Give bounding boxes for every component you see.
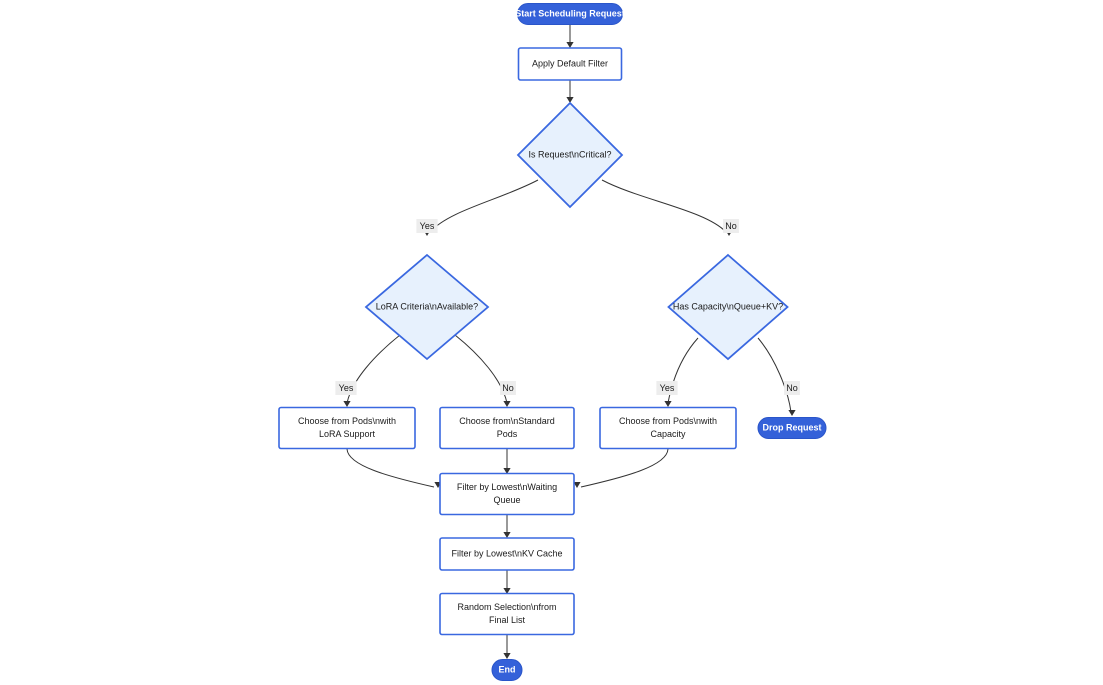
process-box-shape[interactable] [517,47,623,81]
edge-label-background [500,381,516,395]
edge-label-lora-no: No [500,381,516,395]
edge-filter_kv-to-random [503,570,511,594]
arrowhead-icon [503,532,511,538]
process-box-shape[interactable] [278,406,416,450]
node-lora[interactable]: LoRA Criteria\nAvailable? [364,253,490,361]
process-box-shape[interactable] [439,472,575,516]
edge-label-text: Yes [420,221,435,231]
edge-std_pods-to-filter_queue [503,449,511,474]
node-label-text: Pods [497,429,518,439]
edge-label-critical-yes: Yes [416,219,438,233]
edge-line [580,448,669,488]
edge-line [346,448,435,488]
process-box-shape[interactable] [439,537,575,571]
node-filter_kv[interactable]: Filter by Lowest\nKV Cache [439,537,575,571]
node-label-text: Start Scheduling Request [515,8,625,18]
process-box-shape[interactable] [599,406,737,450]
edge-filter_queue-to-filter_kv [503,515,511,538]
node-default[interactable]: Apply Default Filter [517,47,623,81]
edge-line [757,337,792,413]
node-label-text: LoRA Criteria\nAvailable? [376,301,478,311]
edge-critical-to-capacity [601,179,733,236]
node-label-text: Choose from Pods\nwith [298,416,396,426]
edge-critical-to-lora [423,179,539,236]
node-label-text: Has Capacity\nQueue+KV? [673,301,783,311]
edge-line [429,179,539,233]
edge-line [346,334,401,404]
edge-label-text: No [502,383,514,393]
node-critical[interactable]: Is Request\nCritical? [516,101,624,209]
node-label-text: End [499,664,516,674]
node-label-text: Choose from Pods\nwith [619,416,717,426]
decision-diamond-shape[interactable] [667,253,789,361]
arrowhead-icon [664,401,672,407]
arrowhead-icon [503,653,511,659]
edge-line [667,337,699,404]
node-label-text: Is Request\nCritical? [528,149,611,159]
edge-cap_pods-to-filter_queue [573,448,669,488]
node-label-text: Drop Request [762,422,821,432]
process-box-shape[interactable] [439,592,575,636]
edge-label-text: No [725,221,737,231]
arrowhead-icon [503,588,511,594]
node-label-text: Random Selection\nfrom [457,602,556,612]
node-label-text: Capacity [650,429,686,439]
decision-diamond-shape[interactable] [364,253,490,361]
edge-label-text: Yes [660,383,675,393]
decision-diamond-shape[interactable] [516,101,624,209]
edge-lora_pods-to-filter_queue [346,448,442,488]
arrowhead-icon [566,42,574,48]
arrowhead-icon [503,401,511,407]
terminal-pill-shape[interactable] [757,417,827,439]
edge-label-background [416,219,438,233]
edge-capacity-to-cap_pods [664,337,699,407]
edge-label-background [335,381,357,395]
terminal-pill-shape[interactable] [491,659,523,681]
edge-label-critical-no: No [723,219,739,233]
arrowhead-icon [573,482,581,488]
arrowhead-icon [503,468,511,474]
edge-line [601,179,727,233]
node-label-text: Filter by Lowest\nKV Cache [451,548,562,558]
process-box-shape[interactable] [439,406,575,450]
edge-lora-to-std_pods [454,334,511,407]
edge-lora-to-lora_pods [343,334,401,407]
node-label-text: Final List [489,615,526,625]
edge-label-background [656,381,678,395]
edge-label-background [784,381,800,395]
edge-default-to-critical [566,80,574,103]
node-start[interactable]: Start Scheduling Request [515,3,625,25]
node-label-text: Choose from\nStandard [459,416,555,426]
edge-label-text: No [786,383,798,393]
node-end[interactable]: End [491,659,523,681]
edge-label-background [723,219,739,233]
arrowhead-icon [788,410,796,416]
arrowhead-icon [343,401,351,407]
edge-line [454,334,508,404]
terminal-pill-shape[interactable] [517,3,623,25]
arrowhead-icon [566,97,574,103]
edge-label-lora-yes: Yes [335,381,357,395]
edge-label-capacity-no: No [784,381,800,395]
node-label-text: Queue [493,495,520,505]
edge-start-to-default [566,25,574,48]
edge-label-capacity-yes: Yes [656,381,678,395]
node-label-text: Apply Default Filter [532,58,608,68]
node-drop[interactable]: Drop Request [757,417,827,439]
node-label-text: Filter by Lowest\nWaiting [457,482,557,492]
edge-random-to-end [503,635,511,659]
edge-capacity-to-drop [757,337,796,416]
node-label-text: LoRA Support [319,429,376,439]
node-capacity[interactable]: Has Capacity\nQueue+KV? [667,253,789,361]
edge-label-text: Yes [339,383,354,393]
